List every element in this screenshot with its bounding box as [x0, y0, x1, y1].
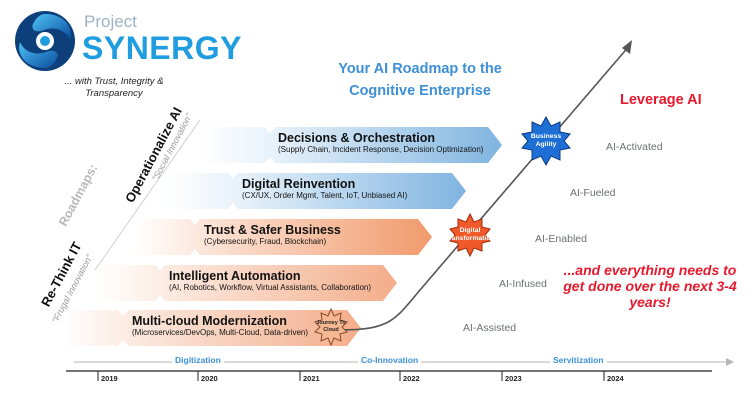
digital-transformation-label: Digital Transformation — [445, 227, 495, 242]
growth-arrowhead — [622, 40, 632, 54]
bar-multicloud: Multi-cloud Modernization (Microservices… — [132, 314, 308, 337]
timeline-arrowhead — [726, 358, 734, 366]
journey-to-cloud-label: Journey To Cloud — [316, 320, 346, 333]
bar-title: Intelligent Automation — [169, 269, 301, 283]
bar-title: Trust & Safer Business — [204, 223, 341, 237]
ai-level-infused: AI-Infused — [499, 278, 547, 290]
bar-subtitle: (CX/UX, Order Mgmt, Talent, IoT, Unbiase… — [242, 191, 408, 200]
phase-co-innovation: Co-Innovation — [358, 355, 422, 365]
bar-arrow-trust — [135, 219, 432, 255]
roadmap-title: Your AI Roadmap to the Cognitive Enterpr… — [338, 61, 502, 99]
journey-to-cloud-badge — [314, 307, 348, 347]
ai-level-activated: AI-Activated — [606, 141, 663, 153]
deadline-callout: ...and everything needs to get done over… — [563, 262, 737, 310]
phase-servitization: Servitization — [550, 355, 607, 365]
bar-subtitle: (Cybersecurity, Fraud, Blockchain) — [204, 237, 327, 246]
bar-arrow-automation — [100, 265, 397, 301]
year-label: 2023 — [505, 374, 522, 383]
ai-level-assisted: AI-Assisted — [463, 322, 517, 334]
synergy-logo-icon — [15, 11, 75, 71]
ai-level-fueled: AI-Fueled — [570, 187, 616, 199]
bar-title: Multi-cloud Modernization — [132, 314, 287, 328]
phase-digitization: Digitization — [172, 355, 224, 365]
logo-project-text: Project — [84, 12, 137, 31]
bar-arrow-decisions — [202, 127, 502, 163]
bar-trust: Trust & Safer Business (Cybersecurity, F… — [204, 223, 341, 246]
bar-title: Decisions & Orchestration — [278, 131, 435, 145]
leverage-ai-label: Leverage AI — [620, 92, 702, 108]
year-label: 2022 — [403, 374, 420, 383]
year-label: 2021 — [303, 374, 320, 383]
ai-level-enabled: AI-Enabled — [535, 233, 587, 245]
year-label: 2020 — [201, 374, 218, 383]
diagonal-divider — [94, 119, 201, 271]
bar-automation: Intelligent Automation (AI, Robotics, Wo… — [169, 269, 371, 292]
bar-arrow-multicloud — [62, 310, 361, 346]
bar-subtitle: (Supply Chain, Incident Response, Decisi… — [278, 145, 484, 154]
growth-curve — [339, 44, 631, 331]
business-agility-label: Business Agility — [530, 133, 562, 148]
bar-subtitle: (Microservices/DevOps, Multi-Cloud, Data… — [132, 328, 309, 337]
digital-transformation-badge — [449, 212, 491, 258]
business-agility-badge — [521, 115, 571, 167]
bar-subtitle: (AI, Robotics, Workflow, Virtual Assista… — [169, 283, 372, 292]
logo-synergy-text: SYNERGY — [82, 30, 242, 66]
bar-digital-reinvention: Digital Reinvention (CX/UX, Order Mgmt, … — [242, 177, 407, 200]
bar-arrow-digital-reinvention — [168, 173, 466, 209]
year-label: 2019 — [101, 374, 118, 383]
year-label: 2024 — [607, 374, 624, 383]
bar-decisions: Decisions & Orchestration (Supply Chain,… — [278, 131, 483, 154]
logo-tagline: ... with Trust, Integrity & Transparency — [64, 76, 164, 99]
bar-title: Digital Reinvention — [242, 177, 356, 191]
